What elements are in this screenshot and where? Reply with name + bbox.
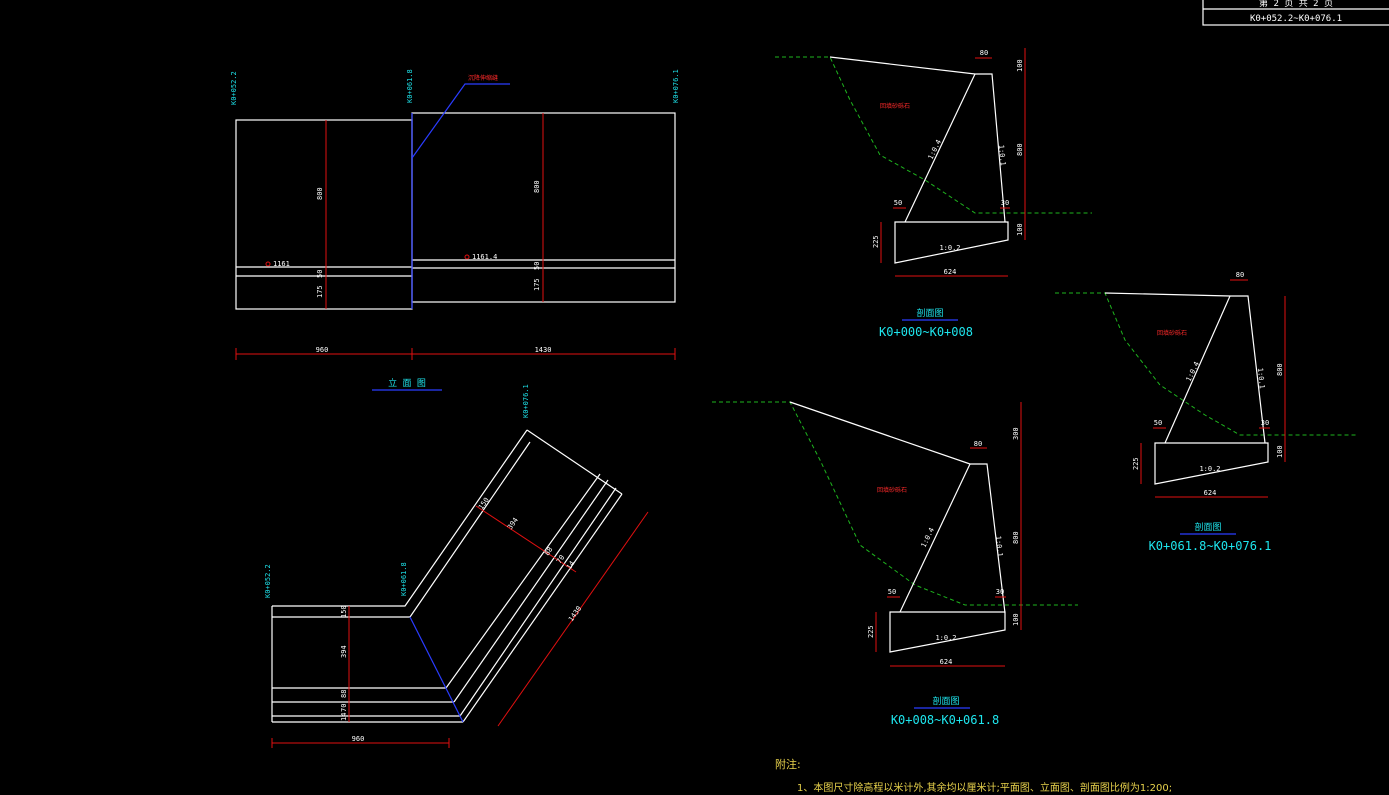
sec1-h-mid: 800	[1016, 143, 1024, 156]
elev-station-mid: K0+061.8	[406, 69, 414, 103]
sec3-base-slope: 1:0.2	[1199, 465, 1220, 473]
sec3-base-h: 225	[1132, 457, 1140, 470]
elevation-view: 沉降伸缩缝 800 50 175 800 50 175 1161 1161.4 …	[230, 69, 680, 391]
section-1: 回填砂砾石 80 100 800 100 1:0.4 1:0.1 50 30 2…	[775, 48, 1092, 339]
sec1-base-h: 225	[872, 235, 880, 248]
sec3-h-mid: 800	[1276, 363, 1284, 376]
plan-station-mid: K0+061.8	[400, 562, 408, 596]
sec1-slope-face: 1:0.1	[997, 144, 1007, 166]
sec1-top-w: 80	[980, 49, 988, 57]
elevation-caption: 立 面 图	[388, 377, 426, 389]
sec3-h-bot: 100	[1276, 445, 1284, 458]
sec1-h-bot: 100	[1016, 223, 1024, 236]
plan-dd: 70	[555, 554, 566, 566]
plan-de: 14	[565, 560, 576, 572]
elev-h-right: 800	[533, 180, 541, 193]
plan-station-left: K0+052.2	[264, 564, 272, 598]
sec3-range: K0+061.8~K0+076.1	[1149, 539, 1272, 553]
plan-d88: 88	[340, 690, 348, 698]
sec2-h-top: 300	[1012, 427, 1020, 440]
sec1-range: K0+000~K0+008	[879, 325, 973, 339]
section-3: 回填砂砾石 80 800 100 1:0.4 1:0.1 50 30 225 1…	[1055, 271, 1358, 553]
notes: 附注: 1、本图尺寸除高程以米计外,其余均以厘米计;平面图、立面图、剖面图比例为…	[775, 757, 1172, 794]
sec3-heel: 30	[1261, 419, 1269, 427]
elev-b50-left: 50	[316, 270, 324, 278]
sec2-heel: 30	[996, 588, 1004, 596]
plan-d150: 150	[340, 605, 348, 618]
plan-db: 394	[506, 516, 520, 531]
sec2-slope-face: 1:0.1	[994, 535, 1004, 557]
elev-mark-left: 1161	[273, 260, 290, 268]
sec2-slope-back: 1:0.4	[920, 526, 936, 548]
sec3-base-w: 624	[1204, 489, 1217, 497]
title-block: 第 2 页 共 2 页 K0+052.2~K0+076.1	[1202, 0, 1389, 26]
sec3-caption: 剖面图	[1194, 521, 1221, 533]
sec2-h-bot: 100	[1012, 613, 1020, 626]
sec2-range: K0+008~K0+061.8	[891, 713, 999, 727]
sec1-caption: 剖面图	[916, 307, 943, 319]
sec2-base-slope: 1:0.2	[935, 634, 956, 642]
elev-len-right: 1430	[535, 346, 552, 354]
elev-h-left: 800	[316, 187, 324, 200]
plan-d394: 394	[340, 645, 348, 658]
sec1-slope-back: 1:0.4	[927, 138, 943, 160]
title-block-row2: K0+052.2~K0+076.1	[1250, 14, 1342, 24]
sec3-top-w: 80	[1236, 271, 1244, 279]
title-block-row1: 第 2 页 共 2 页	[1259, 0, 1333, 9]
sec1-base-w: 624	[944, 268, 957, 276]
elev-b50-right: 50	[533, 262, 541, 270]
sec2-top-w: 80	[974, 440, 982, 448]
elev-station-left: K0+052.2	[230, 71, 238, 105]
elev-mark-right: 1161.4	[472, 253, 497, 261]
plan-dc: 88	[543, 546, 554, 558]
elev-b175-right: 175	[533, 278, 541, 291]
sec1-base-slope: 1:0.2	[939, 244, 960, 252]
elev-station-right: K0+076.1	[672, 69, 680, 103]
plan-d70: 70	[340, 704, 348, 712]
notes-line1: 1、本图尺寸除高程以米计外,其余均以厘米计;平面图、立面图、剖面图比例为1:20…	[797, 781, 1172, 794]
sec1-heel: 30	[1001, 199, 1009, 207]
joint-label: 沉降伸缩缝	[468, 74, 498, 82]
sec2-h-mid: 800	[1012, 531, 1020, 544]
sec3-slope-back: 1:0.4	[1185, 360, 1201, 382]
sec2-caption: 剖面图	[932, 695, 959, 707]
sec1-toe: 50	[894, 199, 902, 207]
sec2-base-h: 225	[867, 625, 875, 638]
plan-view: 150 394 88 70 14 150 394 88 70 14 1430 9…	[264, 384, 649, 748]
notes-heading: 附注:	[775, 757, 801, 771]
elev-len-left: 960	[316, 346, 329, 354]
plan-len-bottom: 960	[352, 735, 365, 743]
section-2: 回填砂砾石 80 300 800 100 1:0.4 1:0.1 50 30 2…	[712, 401, 1078, 727]
sec2-fill-label: 回填砂砾石	[877, 486, 907, 494]
plan-d14: 14	[340, 713, 348, 721]
sec2-toe: 50	[888, 588, 896, 596]
elev-b175-left: 175	[316, 285, 324, 298]
sec3-slope-face: 1:0.1	[1256, 367, 1266, 389]
plan-station-right: K0+076.1	[522, 384, 530, 418]
sec3-toe: 50	[1154, 419, 1162, 427]
sec1-fill-label: 回填砂砾石	[880, 102, 910, 110]
sec1-h-top: 100	[1016, 59, 1024, 72]
sec3-fill-label: 回填砂砾石	[1157, 329, 1187, 337]
sec2-base-w: 624	[940, 658, 953, 666]
